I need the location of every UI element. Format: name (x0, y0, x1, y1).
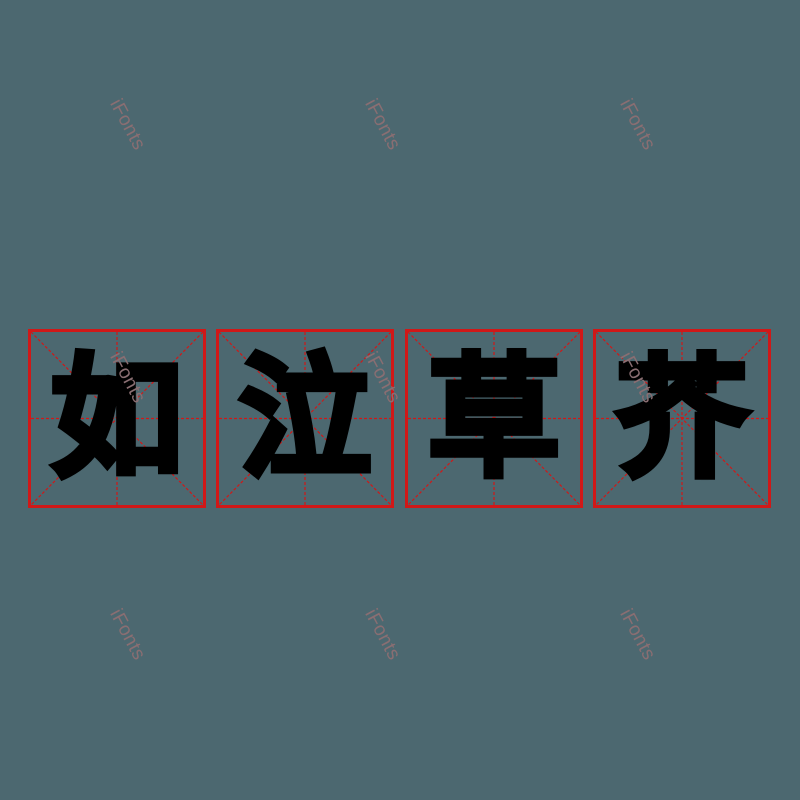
watermark: iFonts (615, 95, 660, 154)
rice-grid-guides (219, 332, 391, 505)
calligraphy-character: 芥 (613, 341, 751, 496)
watermark: iFonts (360, 605, 405, 664)
character-grid-box-3: 草 (405, 329, 583, 508)
watermark: iFonts (105, 605, 150, 664)
character-grid-box-1: 如 (28, 329, 206, 508)
rice-grid-guides (408, 332, 580, 505)
rice-grid-guides (31, 332, 203, 505)
watermark: iFonts (615, 605, 660, 664)
rice-grid-guides (596, 332, 768, 505)
calligraphy-character: 草 (425, 341, 563, 496)
watermark: iFonts (105, 95, 150, 154)
calligraphy-character: 泣 (236, 341, 374, 496)
calligraphy-character: 如 (48, 341, 186, 496)
watermark: iFonts (360, 95, 405, 154)
character-grid-box-4: 芥 (593, 329, 771, 508)
character-grid-box-2: 泣 (216, 329, 394, 508)
